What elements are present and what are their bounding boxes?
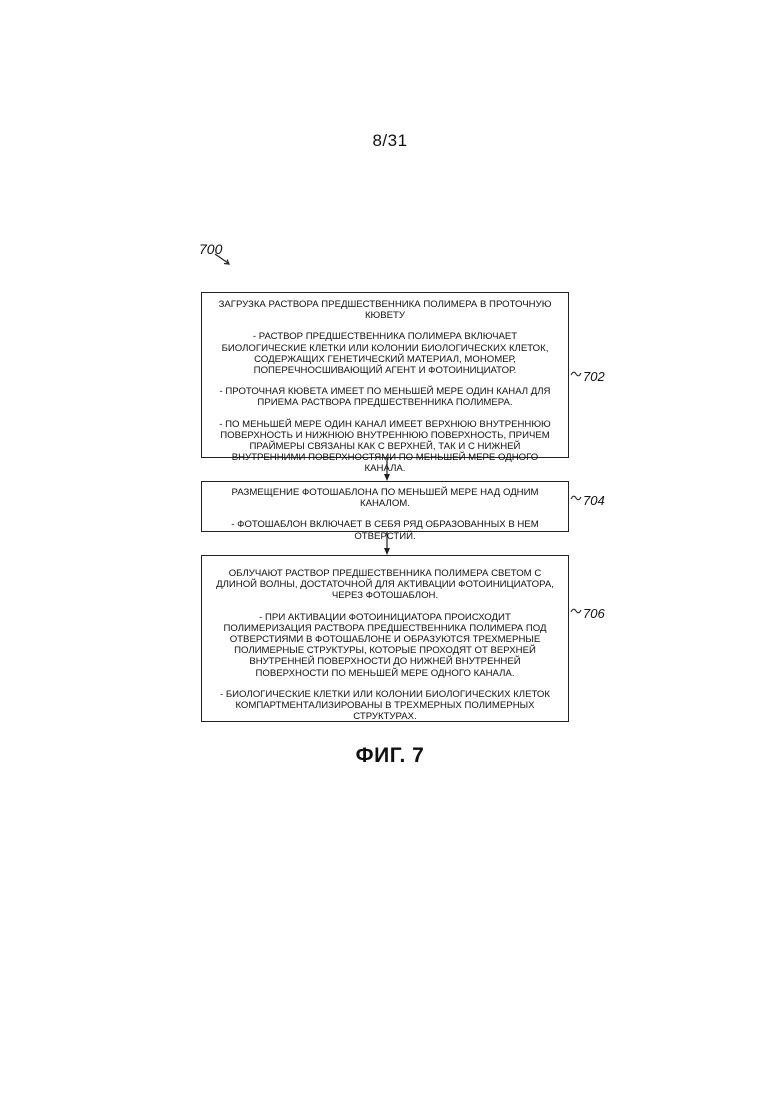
step-706-label: 706 <box>583 606 605 621</box>
flow-step-704: Размещение фотошаблона по меньшей мере н… <box>201 481 569 532</box>
reference-arrow-icon <box>214 252 234 268</box>
step-706-detail-2: - биологические клетки или колонии биоло… <box>216 689 554 723</box>
step-702-detail-1: - раствор предшественника полимера включ… <box>216 331 554 376</box>
step-704-label: 704 <box>583 493 605 508</box>
leader-tilde-702 <box>570 369 582 379</box>
step-702-title: Загрузка раствора предшественника полиме… <box>216 299 554 321</box>
page-number: 8/31 <box>0 131 780 151</box>
figure-caption: ФИГ. 7 <box>0 744 780 768</box>
step-702-detail-2: - проточная кювета имеет по меньшей мере… <box>216 386 554 408</box>
step-706-detail-1: - при активации фотоинициатора происходи… <box>216 612 554 679</box>
step-706-title: Облучают раствор предшественника полимер… <box>216 568 554 602</box>
connector-arrow-704-706 <box>384 532 390 556</box>
flow-step-702: Загрузка раствора предшественника полиме… <box>201 292 569 458</box>
connector-arrow-702-704 <box>384 458 390 482</box>
step-704-title: Размещение фотошаблона по меньшей мере н… <box>216 487 554 509</box>
step-702-label: 702 <box>583 369 605 384</box>
flow-step-706: Облучают раствор предшественника полимер… <box>201 555 569 722</box>
leader-tilde-704 <box>570 493 582 503</box>
leader-tilde-706 <box>570 606 582 616</box>
